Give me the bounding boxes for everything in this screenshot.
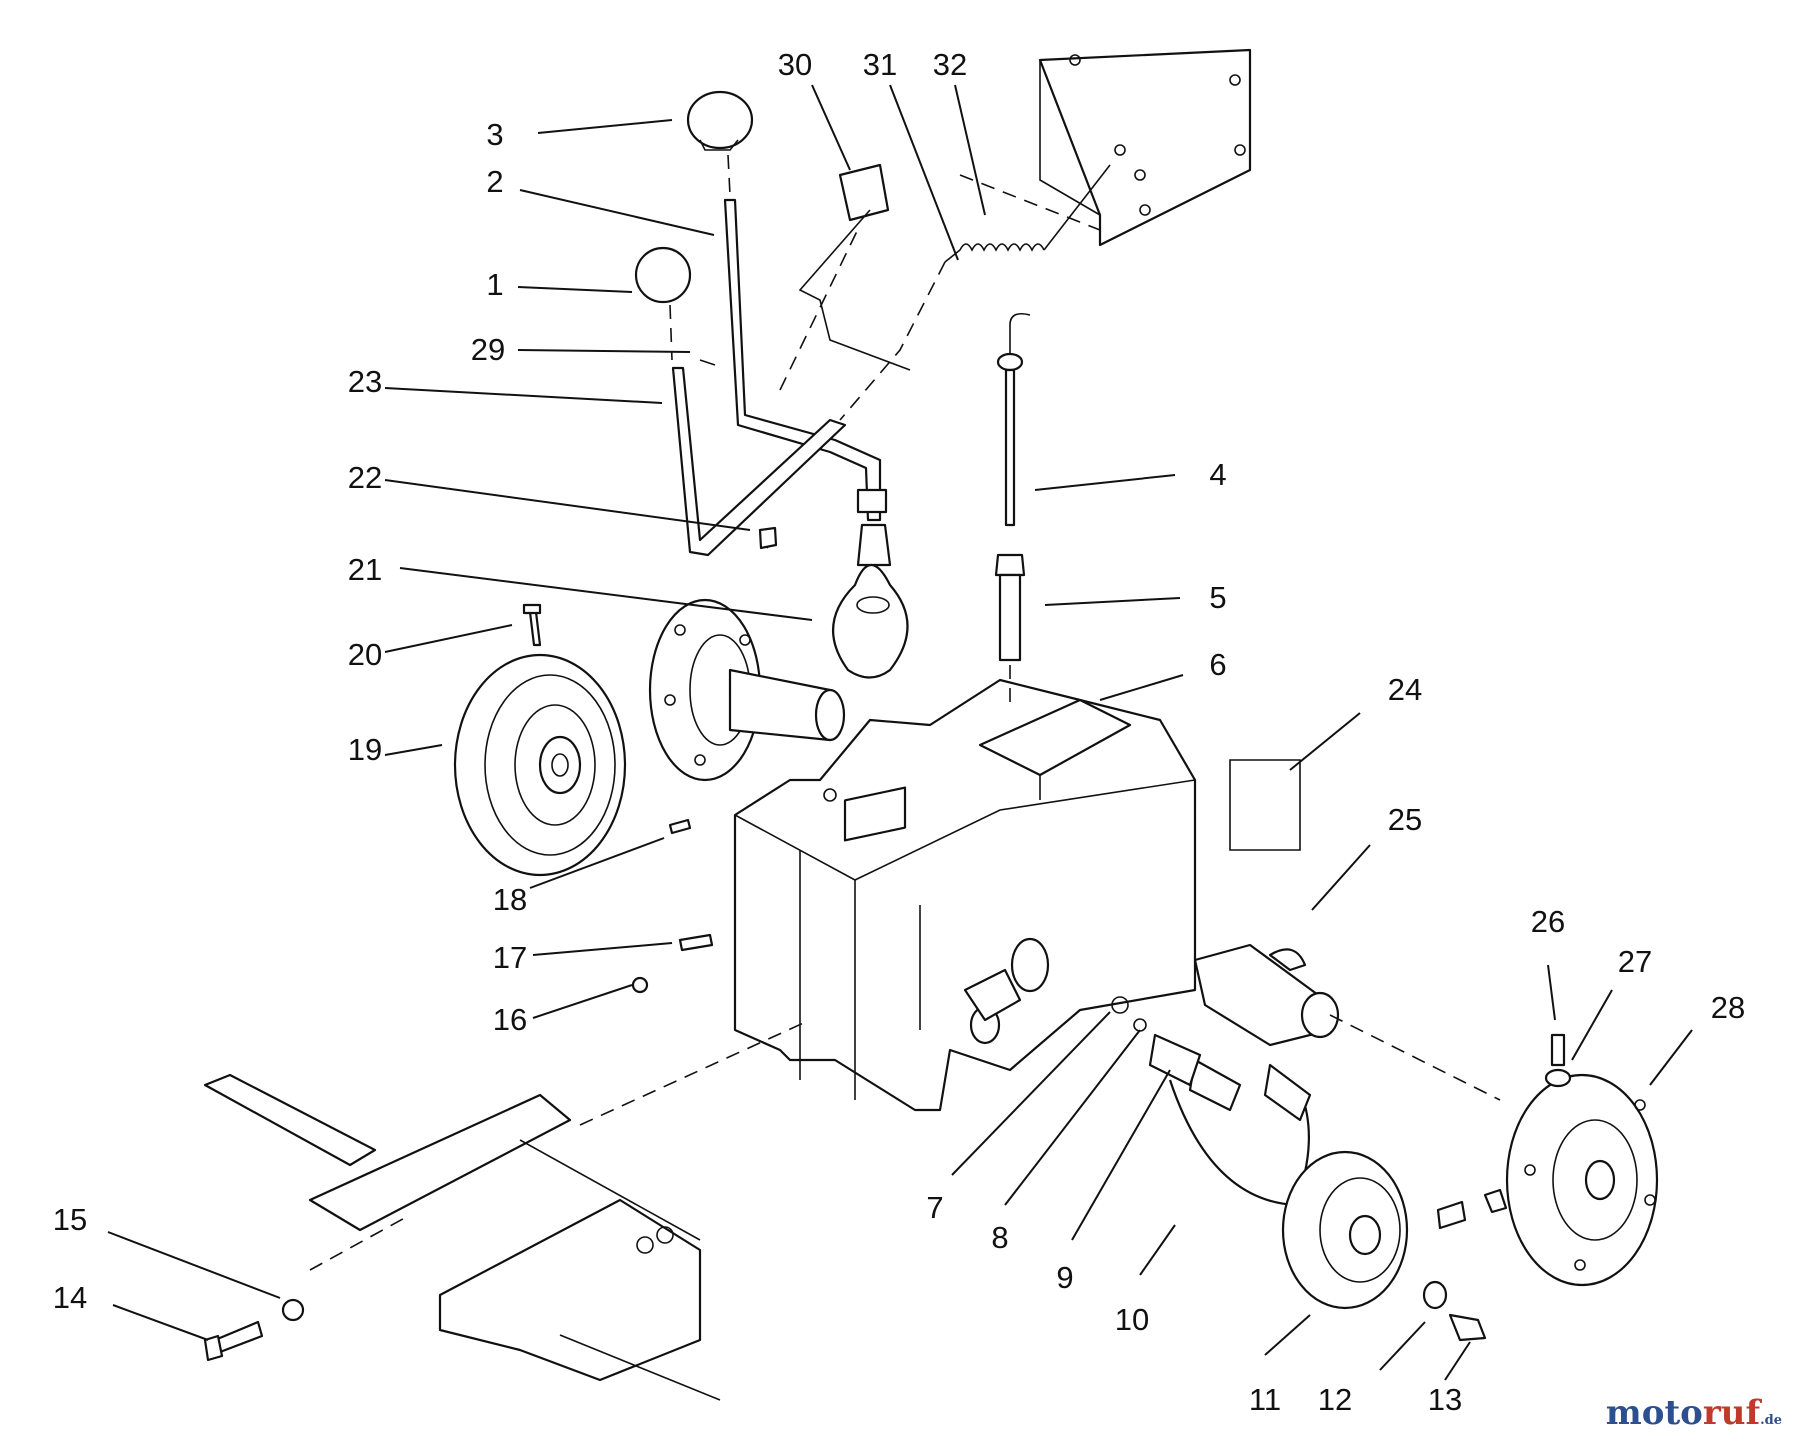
callout-26: 26: [1531, 904, 1565, 939]
motoruf-watermark: motoruf.de: [1606, 1393, 1782, 1433]
decal: [1229, 759, 1301, 851]
right-hub: [1505, 1033, 1659, 1287]
callout-2: 2: [486, 164, 503, 199]
callout-5: 5: [1209, 580, 1226, 615]
lower-frame: [203, 1019, 811, 1401]
output-shaft: [1193, 943, 1501, 1101]
callout-17: 17: [493, 940, 527, 975]
callout-27: 27: [1618, 944, 1652, 979]
brake-drum: [1281, 1150, 1508, 1342]
callout-8: 8: [991, 1220, 1008, 1255]
watermark-part-1: moto: [1605, 1393, 1703, 1433]
small-hardware: [522, 359, 778, 994]
callout-23: 23: [348, 364, 382, 399]
callout-6: 6: [1209, 647, 1226, 682]
drive-pulley: [453, 653, 627, 877]
brake-band: [1111, 996, 1312, 1207]
callout-20: 20: [348, 637, 382, 672]
callout-19: 19: [348, 732, 382, 767]
shift-levers: [671, 198, 909, 679]
watermark-part-3: .de: [1760, 1413, 1782, 1428]
callout-25: 25: [1388, 802, 1422, 837]
callout-24: 24: [1388, 672, 1422, 707]
callout-7: 7: [926, 1190, 943, 1225]
callout-15: 15: [53, 1202, 87, 1237]
frame-bracket: [959, 48, 1252, 247]
callout-22: 22: [348, 460, 382, 495]
callout-11: 11: [1249, 1382, 1281, 1417]
spring: [839, 164, 1111, 421]
callout-4: 4: [1209, 457, 1226, 492]
left-flange-bracket: [648, 598, 846, 782]
knobs: [634, 90, 754, 361]
callout-29: 29: [471, 332, 505, 367]
shift-rod: [994, 312, 1031, 705]
callout-12: 12: [1318, 1382, 1352, 1417]
callout-9: 9: [1056, 1260, 1073, 1295]
callout-14: 14: [53, 1280, 87, 1315]
callout-16: 16: [493, 1002, 527, 1037]
callout-28: 28: [1711, 990, 1745, 1025]
callout-31: 31: [863, 47, 897, 82]
callout-1: 1: [486, 267, 503, 302]
transmission-housing: [733, 678, 1197, 1112]
leader-lines: [107, 84, 1693, 1381]
callout-32: 32: [933, 47, 967, 82]
control-bracket: [779, 163, 911, 391]
watermark-part-2: ruf: [1702, 1393, 1761, 1433]
callout-13: 13: [1428, 1382, 1462, 1417]
callout-labels: 1 2 3 4 5 6 7 8 9 10 11 12 13 14 15 16 1…: [53, 47, 1745, 1417]
callout-18: 18: [493, 882, 527, 917]
callout-3: 3: [486, 117, 503, 152]
callout-21: 21: [348, 552, 382, 587]
callout-10: 10: [1115, 1302, 1149, 1337]
callout-30: 30: [778, 47, 812, 82]
